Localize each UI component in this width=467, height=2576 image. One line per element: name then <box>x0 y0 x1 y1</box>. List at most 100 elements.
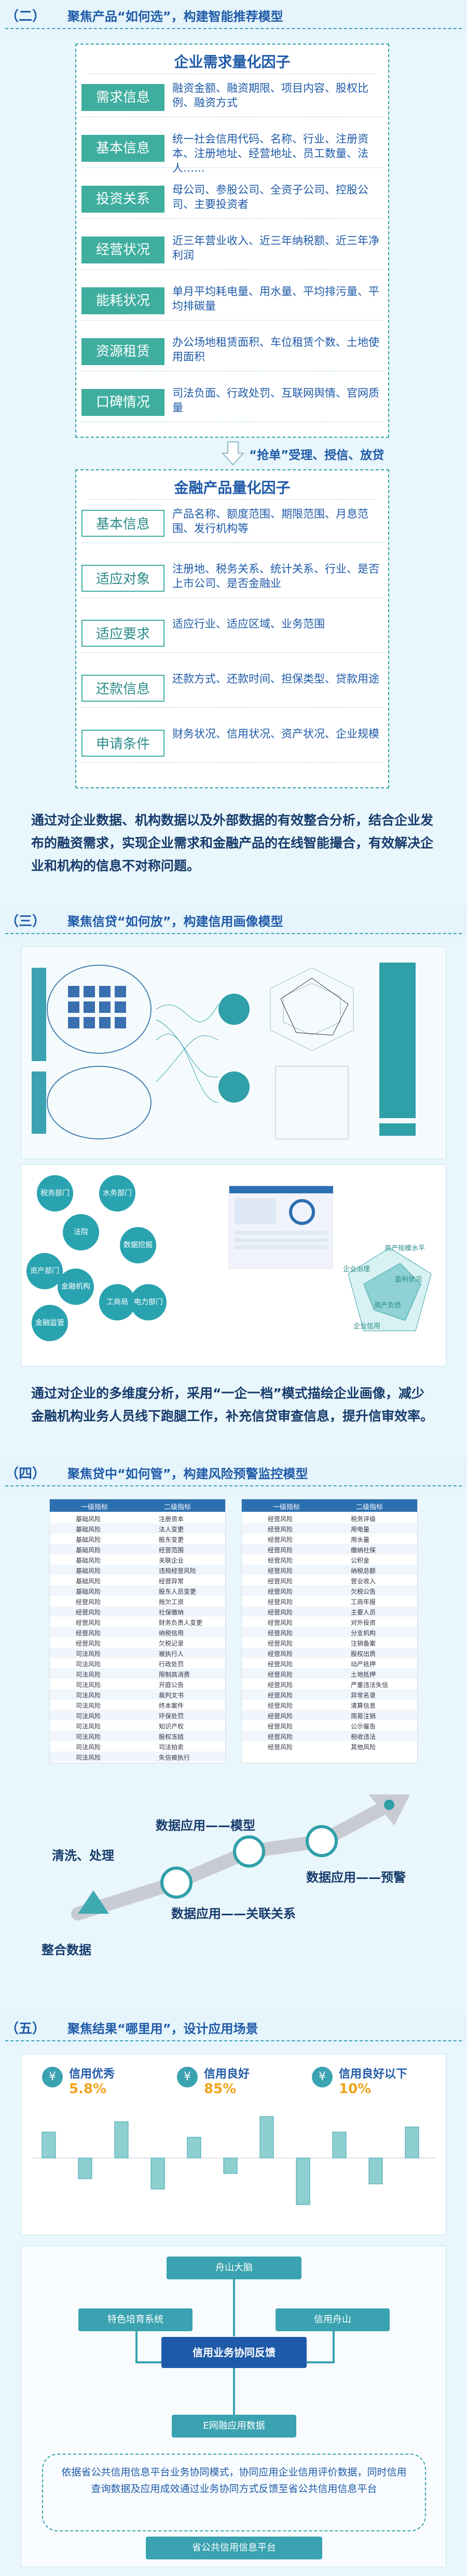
table-cell-level1: 经营风险 <box>268 1515 293 1523</box>
table-cell-level2: 经营范围 <box>159 1547 184 1554</box>
table-cell-level2: 欠税记录 <box>159 1640 184 1647</box>
coin-icon: ¥ <box>312 2067 333 2087</box>
table-row: 经营风险财务负责人变更 <box>50 1617 225 1627</box>
factor-row: 经营状况近三年营业收入、近三年纳税额、近三年净利润 <box>81 233 383 270</box>
factor-description: 近三年营业收入、近三年纳税额、近三年净利润 <box>172 234 379 261</box>
table-cell-level1: 经营风险 <box>268 1619 293 1626</box>
table-cell-level1: 司法风险 <box>76 1692 101 1699</box>
section3-title: 聚焦信贷“如何放”，构建信用画像模型 <box>67 914 283 929</box>
collaboration-feedback-node: 信用业务协同反馈 <box>161 2337 307 2368</box>
metric-value: 10% <box>339 2081 372 2097</box>
table-row: 经营风险注销备案 <box>242 1637 417 1648</box>
table-cell-level2: 司法拍卖 <box>159 1744 184 1751</box>
table-cell-level1: 经营风险 <box>268 1547 293 1554</box>
factor-tag: 口碑情况 <box>81 389 164 416</box>
factor-description: 司法负面、行政处罚、互联网舆情、官网质量 <box>172 387 379 414</box>
table-cell-level1: 经营风险 <box>268 1650 293 1658</box>
factor-row: 基本信息产品名称、额度范围、期限范围、月息范围、发行机构等 <box>81 507 383 543</box>
table-cell-level2: 行政处罚 <box>159 1661 184 1668</box>
section4-number: （四） <box>5 1466 46 1482</box>
section5-title: 聚焦结果“哪里用”，设计应用场景 <box>67 2022 258 2036</box>
table-cell-level1: 经营风险 <box>268 1536 293 1543</box>
table-row: 司法风险股权冻结 <box>50 1731 225 1741</box>
metric-label: 信用良好以下 <box>339 2068 408 2081</box>
table-row: 经营风险严重违法失信 <box>242 1679 417 1689</box>
table-cell-level1: 经营风险 <box>268 1630 293 1637</box>
table-cell-level1: 基础风险 <box>76 1515 101 1523</box>
table-row: 基础风险违规经营风险 <box>50 1565 225 1575</box>
table-cell-level2: 缴纳社保 <box>351 1547 376 1554</box>
table-cell-level1: 经营风险 <box>268 1578 293 1585</box>
table-row: 司法风险环保处罚 <box>50 1710 225 1720</box>
table-cell-level2: 股权冻结 <box>159 1733 184 1740</box>
factor-row: 能耗状况单月平均耗电量、用水量、平均排污量、平均排碳量 <box>81 284 383 321</box>
table-row: 司法风险司法拍卖 <box>50 1741 225 1751</box>
table-cell-level2: 纳税信用 <box>159 1630 184 1637</box>
metric-value: 85% <box>204 2081 237 2097</box>
flow-step-2: 清洗、处理 <box>52 1848 114 1863</box>
factor-tag: 基本信息 <box>81 510 164 537</box>
table-cell-level1: 经营风险 <box>268 1671 293 1678</box>
table-row: 经营风险工商年报 <box>242 1596 417 1606</box>
table-cell-level1: 经营风险 <box>268 1557 293 1564</box>
table-row: 基础风险法人变更 <box>50 1523 225 1534</box>
special-cultivation-node: 特色培育系统 <box>78 2308 193 2331</box>
table-row: 经营风险 分支机构 <box>242 1627 417 1637</box>
table-row: 经营风险异常名录 <box>242 1689 417 1700</box>
table-cell-level2: 注销备案 <box>351 1640 376 1647</box>
data-source-node: 数据挖掘 <box>120 1227 156 1263</box>
factor-tag: 申请条件 <box>81 730 164 757</box>
table-cell-level1: 经营风险 <box>76 1630 101 1637</box>
table-cell-level1: 基础风险 <box>76 1578 101 1585</box>
table-cell-level1: 经营风险 <box>268 1598 293 1606</box>
flow-step-4: 数据应用——模型 <box>156 1818 255 1833</box>
table-cell-level1: 经营风险 <box>268 1744 293 1751</box>
factor-description: 单月平均耗电量、用水量、平均排污量、平均排碳量 <box>172 285 379 312</box>
flow-step-1: 整合数据 <box>42 1943 91 1957</box>
table-cell-level2: 税务评级 <box>351 1515 376 1523</box>
factor-tag: 经营状况 <box>81 236 164 263</box>
table-row: 经营风险公示催告 <box>242 1720 417 1731</box>
data-source-node: 金融机构 <box>58 1269 94 1305</box>
table-cell-level2: 失信被执行 <box>159 1754 190 1761</box>
factor-description: 融资金额、融资期限、项目内容、股权比例、融资方式 <box>172 82 368 109</box>
section2-title: 聚焦产品“如何选”，构建智能推荐模型 <box>67 9 283 24</box>
table-cell-level2: 清算信息 <box>351 1702 376 1709</box>
table-row: 司法风险终本案件 <box>50 1700 225 1710</box>
table-row: 基础风险注册资本 <box>50 1513 225 1523</box>
data-source-node: 税务部门 <box>37 1175 73 1212</box>
table-row: 基础风险股东变更 <box>50 1534 225 1544</box>
right-risk-table: 一级指标 二级指标 经营风险税务评级经营风险用电量经营风险用水量经营风险缴纳社保… <box>241 1499 418 1763</box>
table-row: 经营风险用水量 <box>242 1534 417 1544</box>
table-cell-level2: 营业收入 <box>351 1578 376 1585</box>
table-cell-level1: 基础风险 <box>76 1557 101 1564</box>
table-cell-level2: 裁判文书 <box>159 1692 184 1699</box>
table-row: 经营风险欠税记录 <box>50 1637 225 1648</box>
factor-row: 投资关系母公司、参股公司、全资子公司、控股公司、主要投资者 <box>81 183 383 219</box>
flow-step-3: 数据应用——关联关系 <box>171 1906 296 1921</box>
dashboard-screenshot-icon <box>229 1186 333 1269</box>
section2-paragraph: 通过对企业数据、机构数据以及外部数据的有效整合分析，结合企业发布的融资需求，实现… <box>31 813 434 873</box>
section3-number: （三） <box>5 914 46 929</box>
table-row: 司法风险 裁判文书 <box>50 1689 225 1700</box>
table-cell-level2: 对外投资 <box>351 1619 376 1626</box>
table-cell-level2: 分支机构 <box>351 1630 376 1637</box>
radar-label: 企业信用 <box>353 1322 381 1330</box>
factor-tag: 投资关系 <box>81 186 164 213</box>
table-cell-level2: 法人变更 <box>159 1526 184 1533</box>
table-row: 经营风险清算信息 <box>242 1700 417 1710</box>
factor-description: 母公司、参股公司、全资子公司、控股公司、主要投资者 <box>172 184 368 211</box>
section3-paragraph: 通过对企业的多维度分析，采用“一企一档”模式描绘企业画像，减少金融机构业务人员线… <box>31 1386 434 1424</box>
data-source-node: 金融监管 <box>32 1305 68 1341</box>
table-cell-level1: 基础风险 <box>76 1567 101 1575</box>
table-row: 经营风险简易注销 <box>242 1710 417 1720</box>
factor-tag: 适应要求 <box>81 620 164 647</box>
table-row: 经营风险税收违法 <box>242 1731 417 1741</box>
table-cell-level2: 主要人员 <box>351 1609 376 1616</box>
flow-step-5: 数据应用——预警 <box>306 1870 406 1885</box>
factor-tag: 需求信息 <box>81 84 164 111</box>
factor-description: 办公场地租赁面积、车位租赁个数、土地使用面积 <box>172 336 379 363</box>
table-row: 司法风险行政处罚 <box>50 1658 225 1668</box>
